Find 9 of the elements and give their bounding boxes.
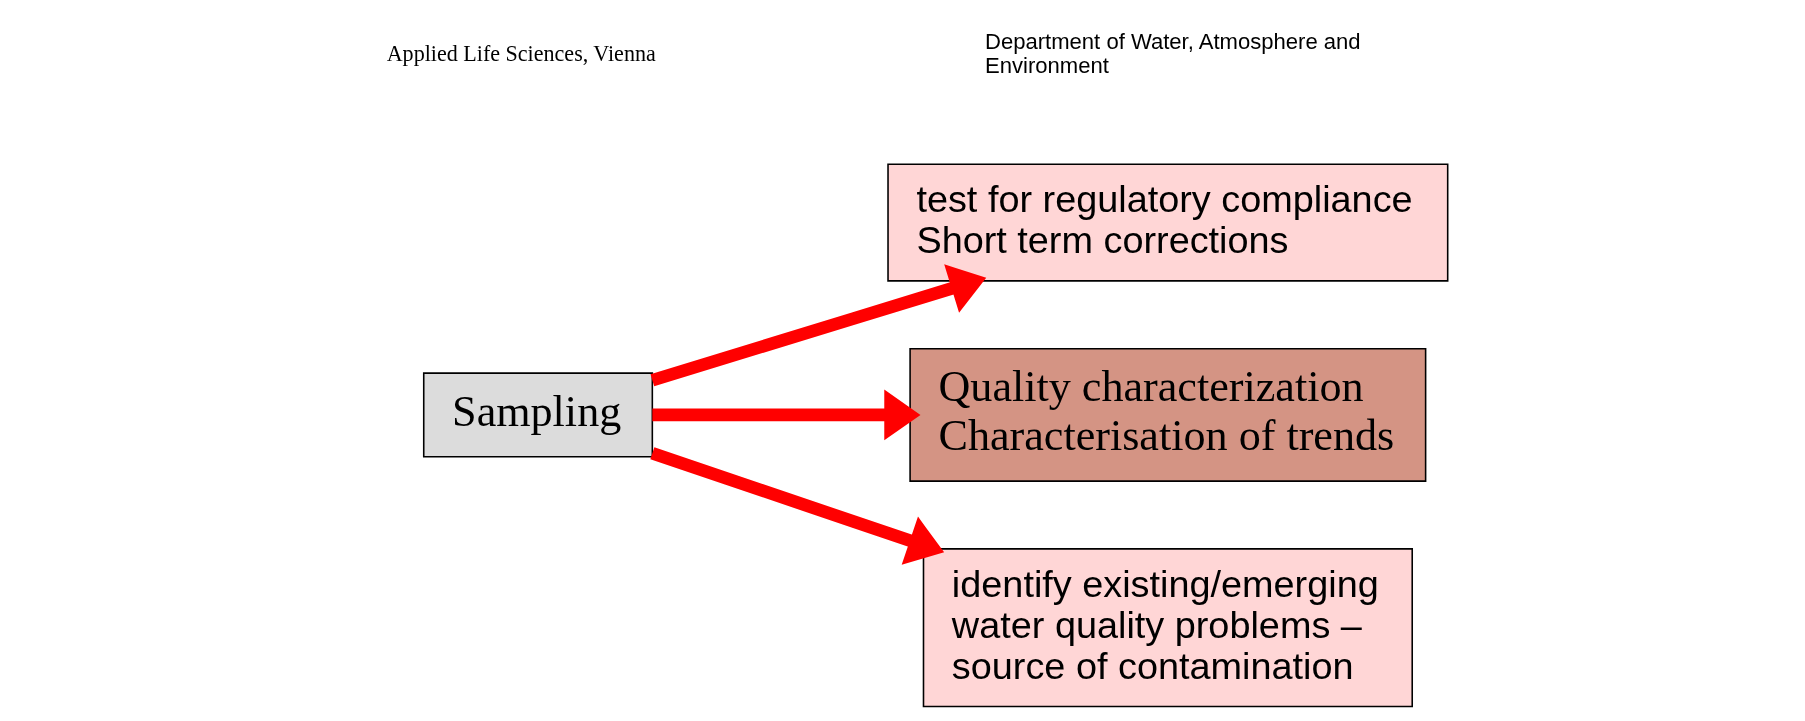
node-box: Sampling: [422, 372, 653, 458]
node-box: test for regulatory compliance Short term corrections: [886, 163, 1448, 282]
node-box: Quality characterization Characterisation of trends: [908, 347, 1426, 482]
arrow: [651, 389, 920, 441]
label: Department of Water, Atmosphere and Environment: [984, 29, 1361, 79]
arrow: [649, 447, 944, 565]
label: Applied Life Sciences, Vienna: [386, 41, 656, 67]
arrow: [650, 264, 986, 387]
node-box: identify existing/emerging water quality problems – source of contamination: [922, 548, 1413, 708]
